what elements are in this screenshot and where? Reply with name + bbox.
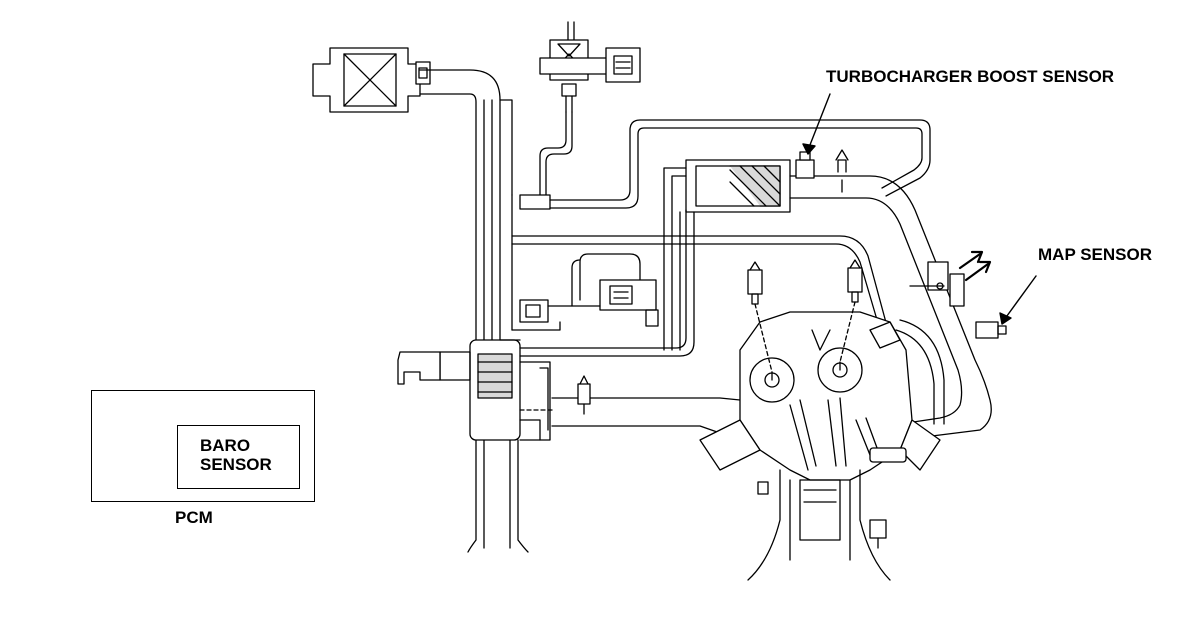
middle-hose-lines bbox=[511, 235, 889, 331]
bypass-control-valve bbox=[519, 21, 641, 210]
ignition-coils bbox=[747, 259, 863, 373]
baro-label-line1: BARO bbox=[200, 436, 251, 455]
airflow-arrows bbox=[958, 250, 992, 282]
baro-sensor-label: BARO SENSOR bbox=[200, 436, 272, 474]
air-filter-box bbox=[312, 47, 431, 113]
map-sensor-leader bbox=[999, 275, 1037, 325]
wastegate-actuator bbox=[499, 299, 561, 341]
throttle-body bbox=[869, 261, 965, 425]
outlet-duct-bottom bbox=[467, 439, 529, 553]
baro-sensor-box: BARO SENSOR bbox=[177, 425, 300, 489]
engine-cylinder-head bbox=[699, 311, 941, 581]
turbocharger bbox=[397, 339, 553, 441]
pcm-box: BARO SENSOR bbox=[91, 390, 315, 502]
map-sensor-label: MAP SENSOR bbox=[1038, 245, 1152, 264]
pcm-label: PCM bbox=[175, 508, 213, 527]
upper-boost-hose bbox=[549, 119, 931, 209]
turbocharger-boost-sensor-label: TURBOCHARGER BOOST SENSOR bbox=[826, 67, 1115, 86]
map-sensor-body bbox=[975, 321, 1007, 339]
intake-duct-left bbox=[419, 69, 513, 351]
baro-label-line2: SENSOR bbox=[200, 455, 272, 474]
charge-air-pipe bbox=[789, 149, 992, 441]
turbo-boost-leader bbox=[802, 93, 831, 155]
intercooler bbox=[663, 159, 791, 351]
